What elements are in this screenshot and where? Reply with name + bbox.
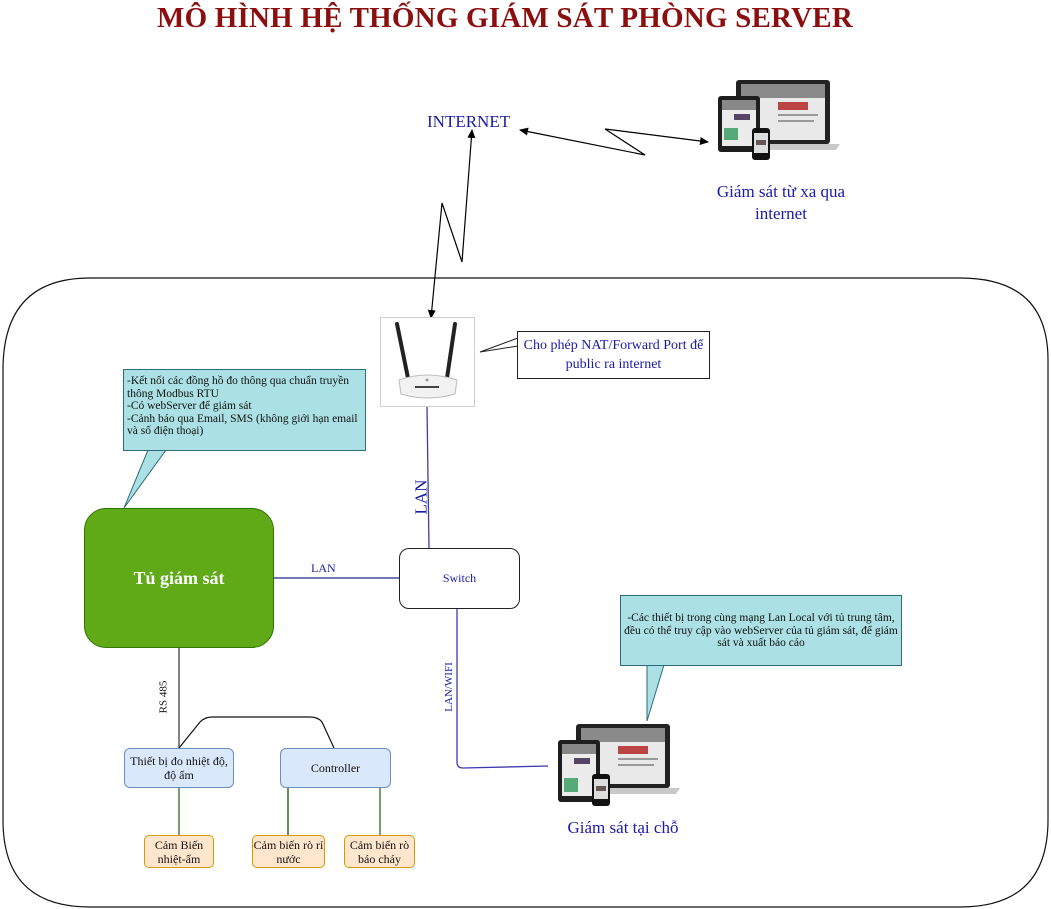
local-callout-tail <box>646 664 665 722</box>
internet-router-link <box>427 129 476 319</box>
internet-remote-link <box>519 127 709 156</box>
temp-humidity-sensor-node: Cảm Biến nhiệt-ẩm <box>144 835 214 868</box>
cabinet-switch-lan-label: LAN <box>311 561 336 575</box>
fire-sensor-node: Cảm biến rò báo cháy <box>344 835 415 868</box>
remote-devices-icon <box>718 80 840 160</box>
cabinet-label: Tủ giám sát <box>133 567 225 588</box>
local-monitoring-label: Giám sát tại chỗ <box>567 818 679 837</box>
water-leak-sensor-node: Cảm biến rò rỉ nước <box>252 835 325 868</box>
remote-monitoring-label: Giám sát từ xa qua internet <box>716 182 846 223</box>
sensor-label: Cảm biến rò báo cháy <box>349 837 410 866</box>
diagram-title: MÔ HÌNH HỆ THỐNG GIÁM SÁT PHÒNG SERVER <box>157 2 853 34</box>
monitoring-cabinet-node: Tủ giám sát <box>84 508 274 648</box>
internet-node: INTERNET <box>427 112 511 131</box>
callout-line: -Kết nối các đồng hồ đo thông qua chuẩn … <box>127 375 349 400</box>
callout-line: -Cảnh báo qua Email, SMS (không giới hạn… <box>127 412 358 438</box>
switch-label: Switch <box>442 571 477 585</box>
controller-node: Controller <box>280 748 391 788</box>
thermo-hygro-device-node: Thiết bị đo nhiệt độ, độ ẩm <box>124 748 234 788</box>
switch-node: Switch <box>399 548 520 609</box>
callout-line: -Có webServer để giám sát <box>127 400 252 412</box>
sensor-label: Cảm biến rò rỉ nước <box>253 837 324 866</box>
nat-callout-pointer <box>479 337 519 353</box>
rs485-bus-to-controller <box>178 716 335 749</box>
nat-forward-note: Cho phép NAT/Forward Port để public ra i… <box>517 331 710 379</box>
wifi-router-icon <box>395 322 458 399</box>
local-access-callout: -Các thiết bị trong cùng mạng Lan Local … <box>620 595 902 666</box>
local-devices-icon <box>558 724 680 806</box>
rs485-label: RS 485 <box>157 680 170 714</box>
router-switch-lan-label: LAN <box>411 479 431 515</box>
sensor-label: Cảm Biến nhiệt-ẩm <box>154 837 204 866</box>
cabinet-features-callout: -Kết nối các đồng hồ đo thông qua chuẩn … <box>123 369 366 451</box>
switch-local-link <box>456 609 549 769</box>
lan-wifi-label: LAN/WIFI <box>442 662 455 712</box>
router-switch-link <box>426 406 430 549</box>
controller-label: Controller <box>310 761 361 775</box>
cabinet-callout-tail <box>123 449 167 509</box>
router-node <box>380 317 475 407</box>
lan-boundary <box>2 277 1049 908</box>
thermo-device-label: Thiết bị đo nhiệt độ, độ ẩm <box>130 754 228 782</box>
